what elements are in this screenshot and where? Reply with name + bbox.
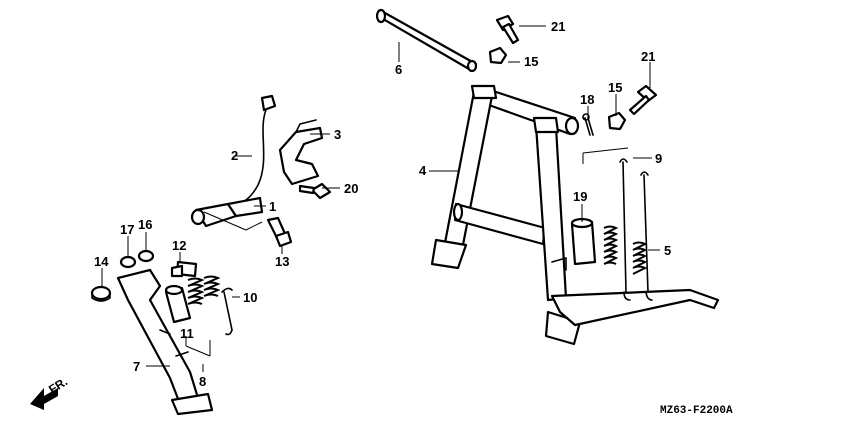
- diagram-code: MZ63-F2200A: [660, 405, 733, 417]
- return-spring: [221, 287, 233, 336]
- leader-lines: [101, 25, 660, 372]
- callout-15-right: 15: [608, 80, 622, 95]
- callout-8: 8: [199, 374, 206, 389]
- callout-14: 14: [94, 254, 109, 269]
- bolt-upper: [495, 14, 520, 45]
- side-springs: [185, 275, 221, 357]
- callout-18: 18: [580, 92, 594, 107]
- washer: [119, 255, 137, 269]
- callout-6: 6: [395, 62, 402, 77]
- callout-21-top: 21: [551, 19, 565, 34]
- side-collar: [164, 284, 192, 324]
- bolt-clamp: [298, 182, 332, 200]
- pivot-bolt: [170, 260, 198, 278]
- bolt-switch: [266, 216, 293, 248]
- callout-7: 7: [133, 359, 140, 374]
- callout-19: 19: [573, 189, 587, 204]
- callout-13: 13: [275, 254, 289, 269]
- side-stand-switch: [190, 196, 264, 231]
- callout-5: 5: [664, 243, 671, 258]
- callout-12: 12: [172, 238, 186, 253]
- nut-upper: [488, 46, 508, 65]
- callout-1: 1: [269, 199, 276, 214]
- callout-11: 11: [180, 326, 194, 341]
- cable-clamp: [278, 119, 324, 186]
- collar: [570, 217, 597, 266]
- side-stand: [116, 268, 214, 416]
- nut-side-stand: [90, 285, 112, 302]
- pivot-shaft: [375, 8, 478, 73]
- callout-10: 10: [243, 290, 257, 305]
- spring-set-long: [582, 147, 653, 301]
- callout-20: 20: [344, 181, 358, 196]
- callout-3: 3: [334, 127, 341, 142]
- callout-16: 16: [138, 217, 152, 232]
- switch-cable: [231, 94, 277, 206]
- washer-small: [137, 249, 155, 263]
- callout-17: 17: [120, 222, 134, 237]
- callout-9: 9: [655, 151, 662, 166]
- nut-right: [607, 111, 627, 131]
- callouts: 6 4 21 15 21 15 18 9 19 5 2 3 1 20 13 14…: [94, 19, 671, 389]
- front-direction-arrow: [30, 388, 58, 410]
- coil-springs-main: [603, 225, 648, 275]
- callout-21-right: 21: [641, 49, 655, 64]
- callout-4: 4: [419, 163, 427, 178]
- cotter-pin: [582, 113, 594, 136]
- callout-15-top: 15: [524, 54, 538, 69]
- bolt-right: [628, 84, 658, 116]
- callout-2: 2: [231, 148, 238, 163]
- main-stand: [430, 84, 720, 346]
